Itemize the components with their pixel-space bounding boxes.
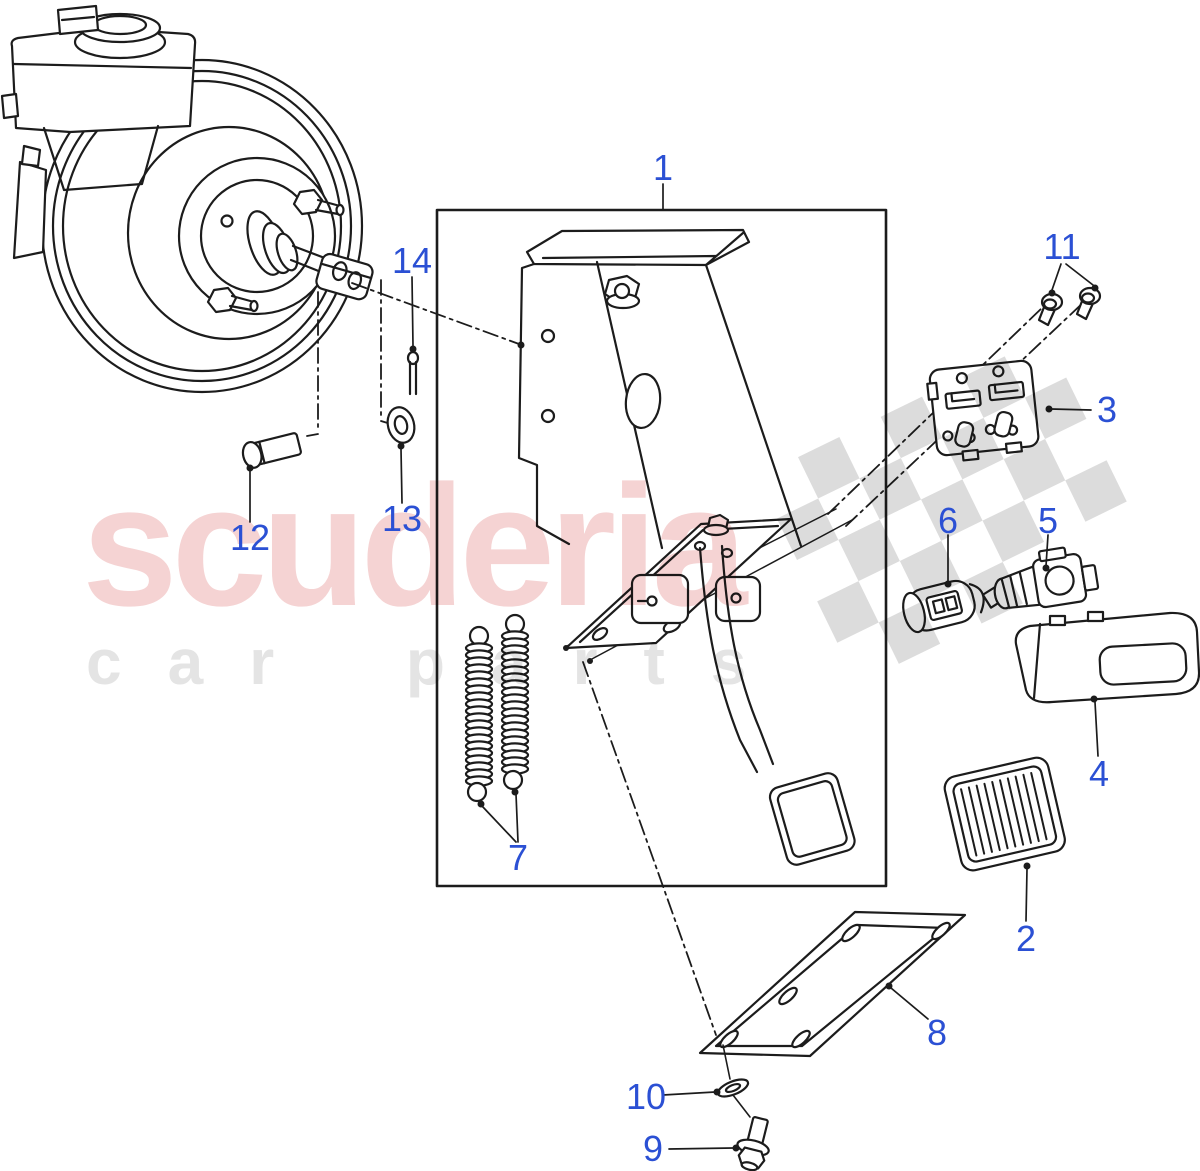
callout-8: 8 [926,1012,948,1053]
stop-lamp-switch [981,546,1100,610]
brake-pedal-arm [698,544,775,774]
callout-10: 10 [625,1076,667,1117]
pedal-cover [1014,610,1200,704]
callout-9: 9 [642,1128,664,1169]
callout-3: 3 [1096,389,1118,430]
washer-small [386,406,416,444]
return-springs [464,613,530,803]
clevis-pin [241,432,302,469]
spring-washer [716,1078,750,1098]
fixing-bolt [736,1116,770,1171]
brake-booster-illustration [0,4,374,394]
screws-pair [1037,286,1102,327]
pedal-bracket [517,228,856,866]
callout-11: 11 [1043,226,1081,267]
leader-lines [249,183,1099,1150]
split-pin [406,350,420,396]
callout-14: 14 [391,240,433,281]
callout-1: 1 [652,147,674,188]
callout-12: 12 [229,517,271,558]
callout-13: 13 [381,498,423,539]
callout-4: 4 [1088,753,1110,794]
callout-6: 6 [937,500,959,541]
callout-5: 5 [1037,500,1059,541]
fluid-reservoir [0,4,197,192]
floor-gasket [698,910,967,1058]
booster-studs [206,188,345,314]
callout-2: 2 [1015,918,1037,959]
harness-connector [902,579,985,634]
switch-mounting-plate [926,359,1040,462]
callout-7: 7 [507,837,529,878]
pedal-pivot-clamp [630,573,762,625]
pedal-rubber-pad [943,756,1066,872]
pedal-metal-pad [768,772,856,866]
